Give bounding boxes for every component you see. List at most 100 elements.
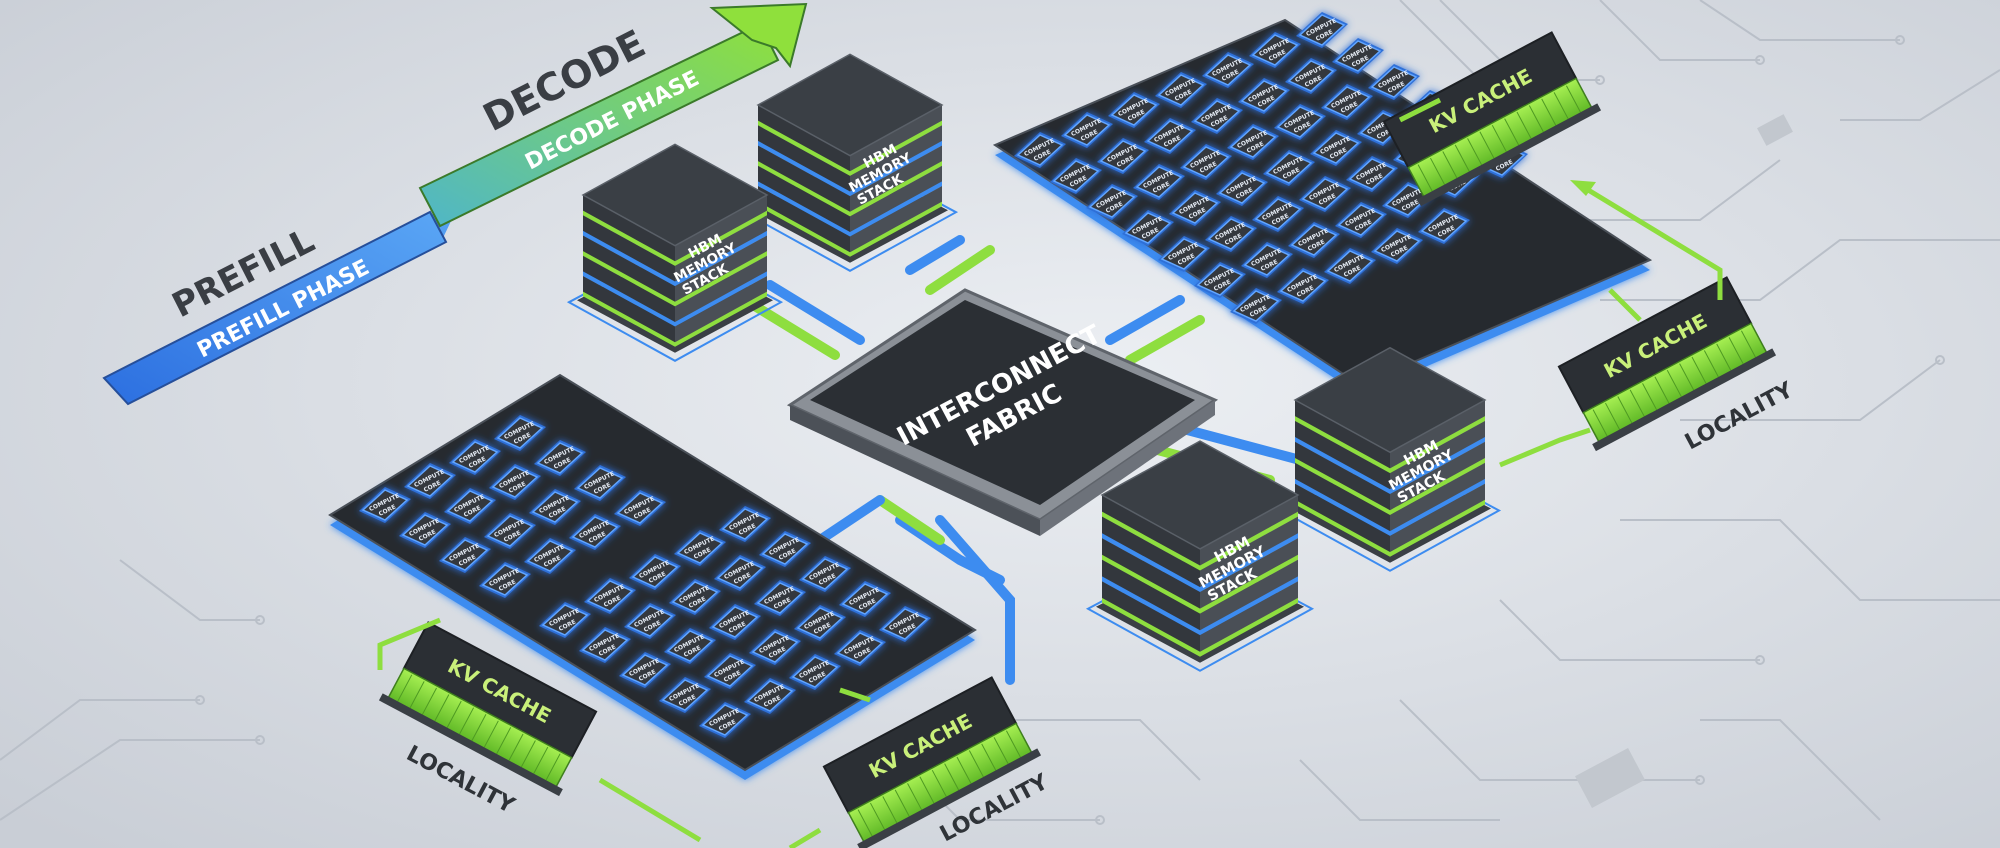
- kv-cache: KV CACHE: [1382, 31, 1602, 207]
- compute-grid-bottom-left: COMPUTECORECOMPUTECORECOMPUTECORECOMPUTE…: [328, 373, 977, 780]
- kv-cache: KV CACHE: [378, 621, 598, 797]
- interconnect-fabric: INTERCONNECT FABRIC: [786, 288, 1219, 536]
- kv-cache: KV CACHE: [822, 676, 1042, 848]
- compute-grid-top-right: COMPUTECORECOMPUTECORECOMPUTECORECOMPUTE…: [992, 12, 1653, 395]
- decode-phase-arrowhead: [709, 2, 808, 69]
- circuit-pad: [1757, 114, 1793, 146]
- circuit-pad: [1575, 748, 1645, 808]
- hbm-stacks: HBMMEMORYSTACKHBMMEMORYSTACKHBMMEMORYSTA…: [566, 53, 1502, 672]
- decode-phase-band: [418, 22, 780, 228]
- prefill-phase-band: [102, 210, 448, 406]
- data-flow-arrows: [377, 97, 1723, 848]
